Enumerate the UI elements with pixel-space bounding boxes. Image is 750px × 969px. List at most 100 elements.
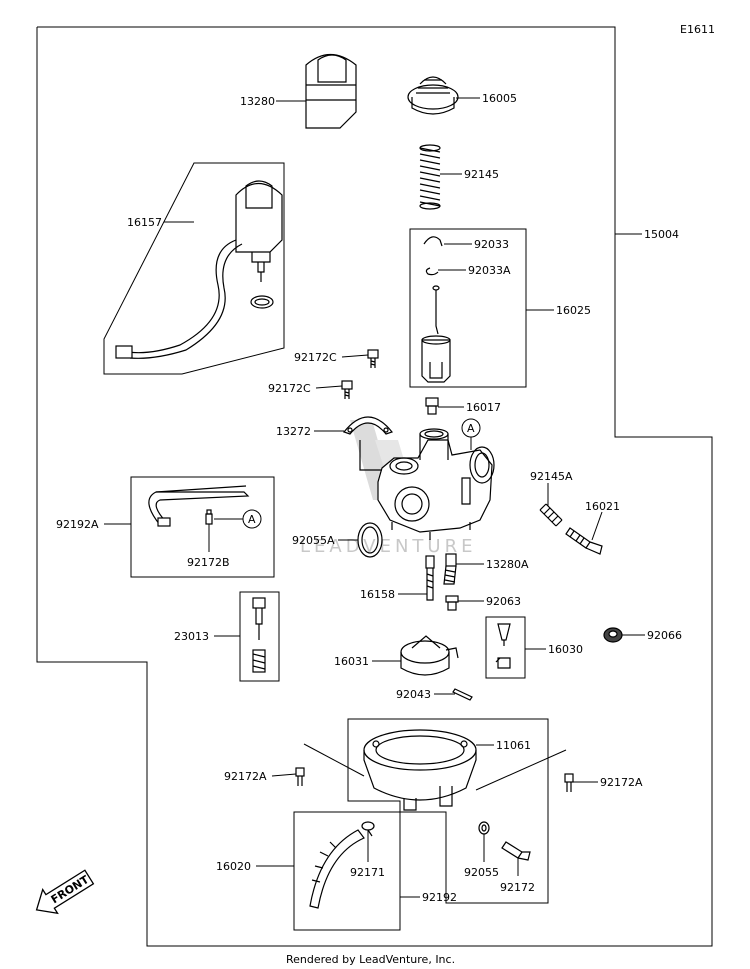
part-92172C-drawing[interactable] (341, 349, 379, 399)
part-16020-drawing[interactable] (309, 829, 365, 909)
label-13272: 13272 (276, 425, 311, 438)
callout-92055[interactable]: 92055 (464, 834, 499, 879)
callout-16017[interactable]: 16017 (438, 401, 501, 414)
box-16030 (485, 616, 526, 679)
label-92172A-1: 92172A (224, 770, 267, 783)
label-92066: 92066 (647, 629, 682, 642)
callout-92172C-2[interactable]: 92172C (268, 382, 343, 395)
callout-92066[interactable]: 92066 (622, 629, 682, 642)
assembly-outline (36, 26, 713, 947)
label-92043: 92043 (396, 688, 431, 701)
label-13280A: 13280A (486, 558, 529, 571)
ref-A-top-label: A (467, 422, 475, 435)
label-16020: 16020 (216, 860, 251, 873)
label-13280: 13280 (240, 95, 275, 108)
callout-16030[interactable]: 16030 (525, 643, 583, 656)
callout-16158[interactable]: 16158 (360, 588, 427, 601)
diagram-code: E1611 (680, 23, 715, 36)
box-11061 (293, 718, 549, 931)
callout-16031[interactable]: 16031 (334, 655, 401, 668)
callout-92172A-right[interactable]: 92172A (475, 749, 643, 791)
part-23013-drawing[interactable] (252, 597, 266, 673)
label-92145A: 92145A (530, 470, 573, 483)
callout-ref-A-left[interactable]: A (214, 509, 262, 529)
footer-credit: Rendered by LeadVenture, Inc. (286, 953, 455, 966)
carburetor-body-drawing[interactable] (359, 428, 495, 540)
part-92063-drawing[interactable] (445, 595, 459, 611)
callout-92033A[interactable]: 92033A (438, 264, 511, 277)
part-16030-drawing[interactable] (495, 623, 511, 669)
part-16005-drawing[interactable] (407, 76, 459, 115)
part-16025-drawing[interactable] (421, 236, 451, 383)
label-92172A-2: 92172A (600, 776, 643, 789)
callout-ref-A-top[interactable]: A (461, 418, 481, 450)
part-16021-drawing[interactable] (565, 527, 603, 555)
callout-92145A[interactable]: 92145A (530, 470, 573, 506)
box-16025 (409, 228, 527, 388)
part-92172-drawing[interactable] (501, 841, 531, 861)
part-92145A-drawing[interactable] (539, 503, 563, 527)
callout-92172B[interactable]: 92172B (187, 524, 230, 569)
label-16017: 16017 (466, 401, 501, 414)
callout-92043[interactable]: 92043 (396, 688, 455, 701)
label-92172: 92172 (500, 881, 535, 894)
callout-92172[interactable]: 92172 (500, 858, 535, 894)
callout-92063[interactable]: 92063 (458, 595, 521, 608)
callout-11061[interactable]: 11061 (476, 739, 531, 752)
callout-16025[interactable]: 16025 (526, 304, 591, 317)
callout-92172C-1[interactable]: 92172C (294, 351, 369, 364)
label-92145: 92145 (464, 168, 499, 181)
part-92172A-drawing[interactable] (295, 767, 574, 792)
label-92172C-1: 92172C (294, 351, 337, 364)
label-92033: 92033 (474, 238, 509, 251)
part-16031-drawing[interactable] (400, 635, 459, 676)
callout-13280A[interactable]: 13280A (456, 558, 529, 571)
label-92055: 92055 (464, 866, 499, 879)
label-92055A: 92055A (292, 534, 335, 547)
part-92066-drawing[interactable] (603, 627, 623, 643)
callout-13280[interactable]: 13280 (240, 95, 306, 108)
callout-92145[interactable]: 92145 (440, 168, 499, 181)
callout-16005[interactable]: 16005 (456, 92, 517, 105)
callout-92172A-left[interactable]: 92172A (224, 743, 365, 783)
callout-92033[interactable]: 92033 (444, 238, 509, 251)
label-11061: 11061 (496, 739, 531, 752)
callout-92171[interactable]: 92171 (350, 830, 385, 879)
callout-15004[interactable]: 15004 (615, 228, 679, 241)
callout-23013[interactable]: 23013 (174, 630, 240, 643)
part-92055-drawing[interactable] (478, 821, 490, 835)
part-92043-drawing[interactable] (452, 688, 473, 701)
part-92192A-drawing[interactable] (148, 485, 250, 527)
ref-A-left-label: A (248, 513, 256, 526)
part-92145-drawing[interactable] (419, 144, 441, 210)
label-92171: 92171 (350, 866, 385, 879)
front-arrow: FRONT (35, 869, 95, 915)
label-16158: 16158 (360, 588, 395, 601)
label-92172C-2: 92172C (268, 382, 311, 395)
callout-16021[interactable]: 16021 (585, 500, 620, 541)
callout-13272[interactable]: 13272 (276, 425, 344, 438)
part-16158-drawing[interactable] (425, 555, 435, 601)
part-16157-drawing[interactable] (115, 180, 283, 359)
part-16017-drawing[interactable] (425, 397, 439, 415)
callout-16157[interactable]: 16157 (127, 216, 194, 229)
label-92192: 92192 (422, 891, 457, 904)
label-16005: 16005 (482, 92, 517, 105)
label-16031: 16031 (334, 655, 369, 668)
part-13280-drawing[interactable] (305, 53, 357, 129)
callout-92192[interactable]: 92192 (400, 891, 457, 904)
label-16021: 16021 (585, 500, 620, 513)
callout-92192A[interactable]: 92192A (56, 518, 131, 531)
label-15004: 15004 (644, 228, 679, 241)
box-92192A (130, 476, 275, 578)
part-13280A-drawing[interactable] (443, 553, 457, 585)
part-11061-drawing[interactable] (363, 729, 477, 811)
watermark-text: LEADVENTURE (300, 536, 476, 557)
callout-92055A[interactable]: 92055A (292, 534, 358, 547)
callout-16020[interactable]: 16020 (216, 860, 294, 873)
label-23013: 23013 (174, 630, 209, 643)
part-92172B-drawing[interactable] (205, 509, 213, 525)
part-13272-drawing[interactable] (342, 416, 394, 435)
label-16030: 16030 (548, 643, 583, 656)
